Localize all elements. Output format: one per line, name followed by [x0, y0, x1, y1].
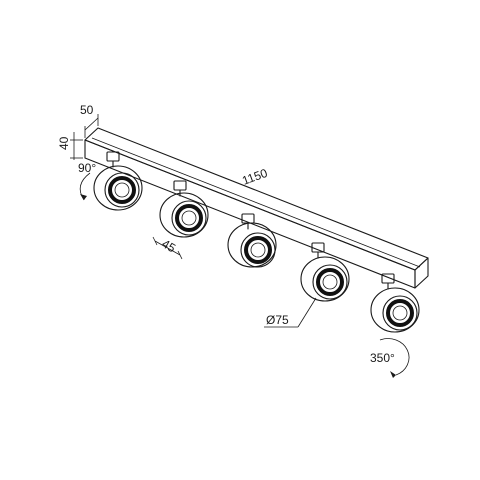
dimension-length: 1150 [240, 166, 269, 188]
dimension-height-label: 40 [57, 136, 71, 150]
dimension-width: 50 [80, 103, 99, 138]
track-rail [84, 127, 429, 289]
dimension-width-label: 50 [80, 103, 94, 117]
dimension-length-label: 1150 [240, 166, 269, 188]
dimension-diameter-label: Ø75 [266, 313, 289, 327]
spotlight-1 [93, 151, 143, 211]
tilt-angle-indicator: 90° [78, 161, 96, 201]
dimension-spacing: 45 [152, 236, 183, 260]
dimension-height: 40 [57, 132, 83, 160]
tilt-angle-label: 90° [78, 161, 96, 175]
dimension-diameter: Ø75 [264, 297, 317, 328]
spotlight-4 [300, 242, 350, 302]
spotlight-3 [227, 213, 277, 268]
rotation-indicator: 350° [370, 338, 410, 378]
spotlight-2 [159, 180, 209, 238]
dimension-spacing-label: 45 [160, 236, 179, 255]
spotlight-5 [370, 273, 420, 333]
rotation-label: 350° [370, 351, 395, 365]
